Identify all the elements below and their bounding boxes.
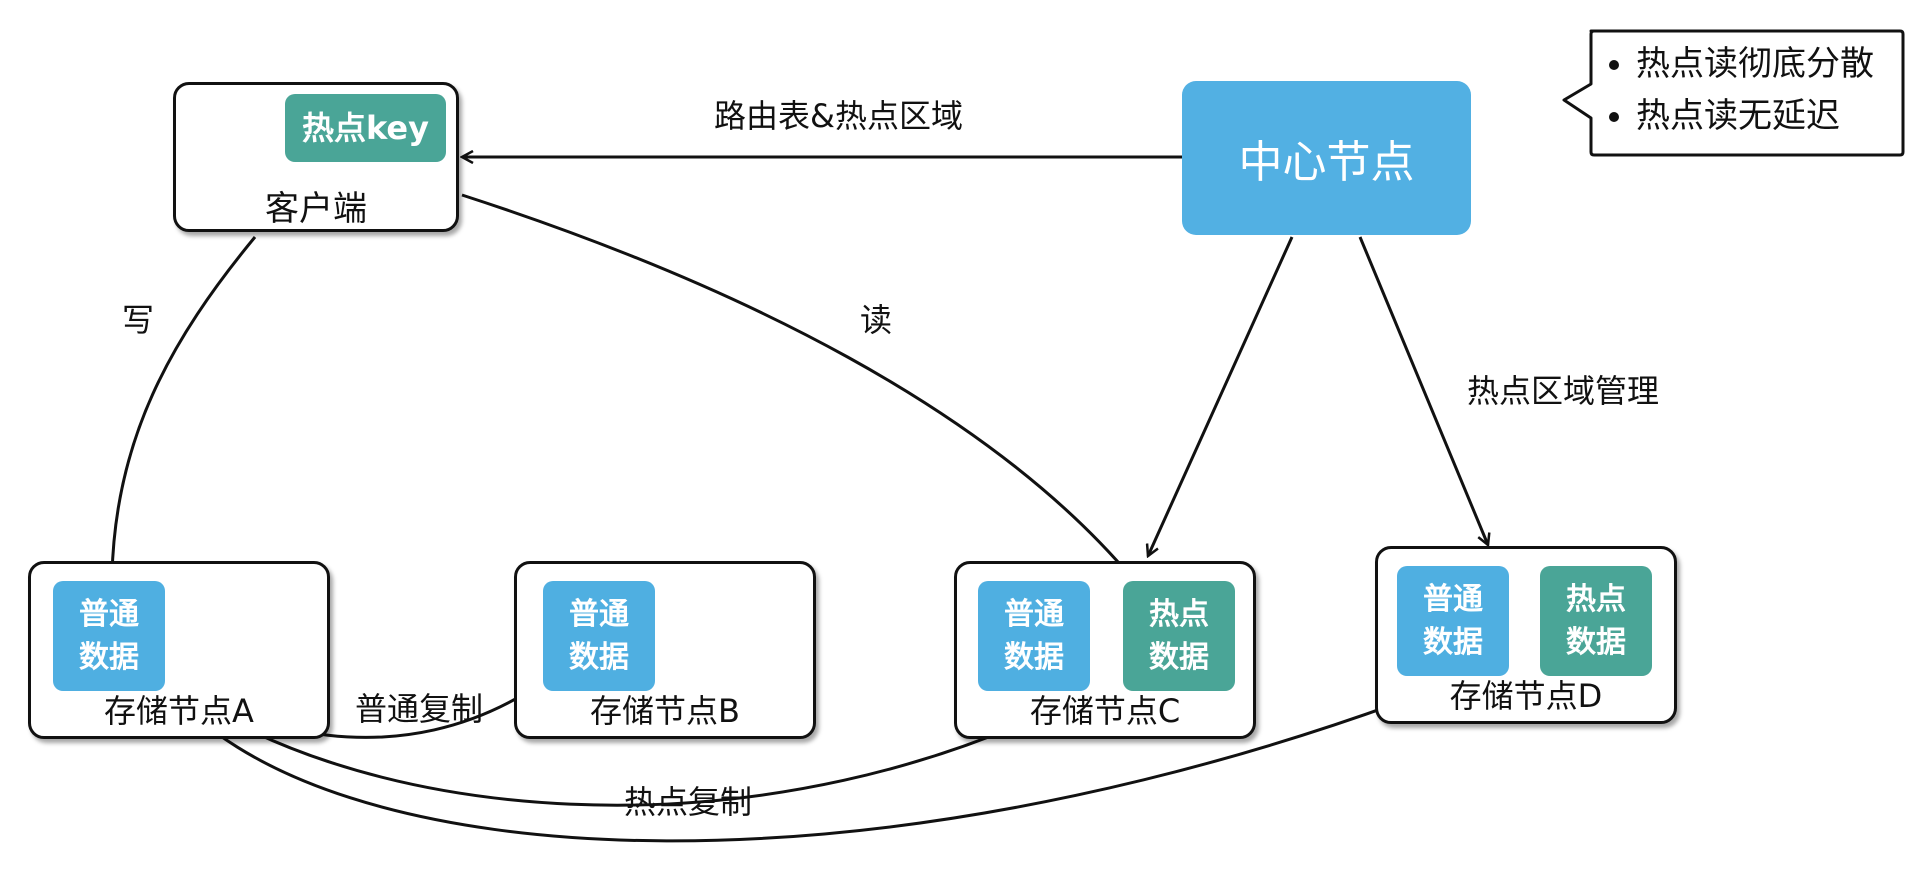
callout-item: 热点读无延迟	[1636, 90, 1898, 142]
normal-data-chip: 普通 数据	[53, 581, 165, 691]
storage-node-label: 存储节点A	[104, 692, 254, 730]
edge-read	[461, 193, 1132, 578]
storage-node-b[interactable]: 普通 数据 存储节点B	[514, 561, 816, 739]
callout-bubble	[1562, 29, 1905, 157]
hot-key-chip: 热点key	[285, 94, 446, 162]
hot-region-management-label: 热点区域管理	[1467, 372, 1660, 410]
edge-hot-replication-d	[160, 647, 1540, 843]
hot-data-chip: 热点 数据	[1123, 581, 1235, 691]
edge-write	[112, 236, 257, 576]
edge-center-to-c	[1148, 236, 1294, 556]
callout-item: 热点读彻底分散	[1636, 38, 1898, 90]
storage-node-label: 存储节点D	[1449, 677, 1603, 715]
edge-center-to-d	[1358, 236, 1488, 545]
storage-node-label: 存储节点B	[590, 692, 740, 730]
storage-node-d[interactable]: 普通 数据 热点 数据 存储节点D	[1375, 546, 1677, 724]
storage-node-label: 存储节点C	[1029, 692, 1181, 730]
routing-label: 路由表&热点区域	[714, 97, 963, 135]
center-node[interactable]: 中心节点	[1182, 81, 1471, 235]
read-label: 读	[860, 301, 893, 339]
client-label: 客户端	[265, 189, 367, 229]
write-label: 写	[122, 301, 155, 339]
client-node[interactable]: 热点key 客户端	[173, 82, 459, 232]
normal-replication-label: 普通复制	[355, 690, 484, 728]
callout-list: 热点读彻底分散 热点读无延迟	[1598, 38, 1898, 142]
normal-data-chip: 普通 数据	[978, 581, 1090, 691]
normal-data-chip: 普通 数据	[1397, 566, 1509, 676]
hot-data-chip: 热点 数据	[1540, 566, 1652, 676]
normal-data-chip: 普通 数据	[543, 581, 655, 691]
hot-replication-label: 热点复制	[624, 783, 753, 821]
storage-node-a[interactable]: 普通 数据 存储节点A	[28, 561, 330, 739]
storage-node-c[interactable]: 普通 数据 热点 数据 存储节点C	[954, 561, 1256, 739]
